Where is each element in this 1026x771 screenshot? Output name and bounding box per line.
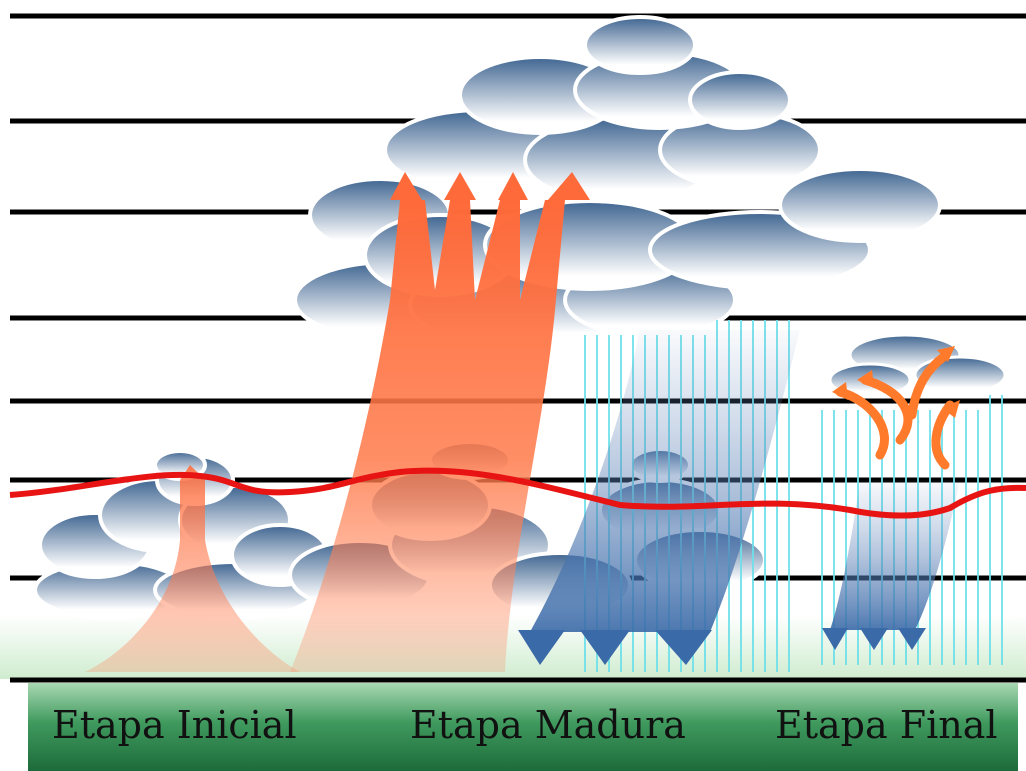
- stage-label-mature: Etapa Madura: [410, 700, 686, 750]
- mature-downdraft: [518, 330, 800, 665]
- stage-label-initial: Etapa Inicial: [52, 700, 297, 750]
- stage-label-final: Etapa Final: [775, 700, 998, 750]
